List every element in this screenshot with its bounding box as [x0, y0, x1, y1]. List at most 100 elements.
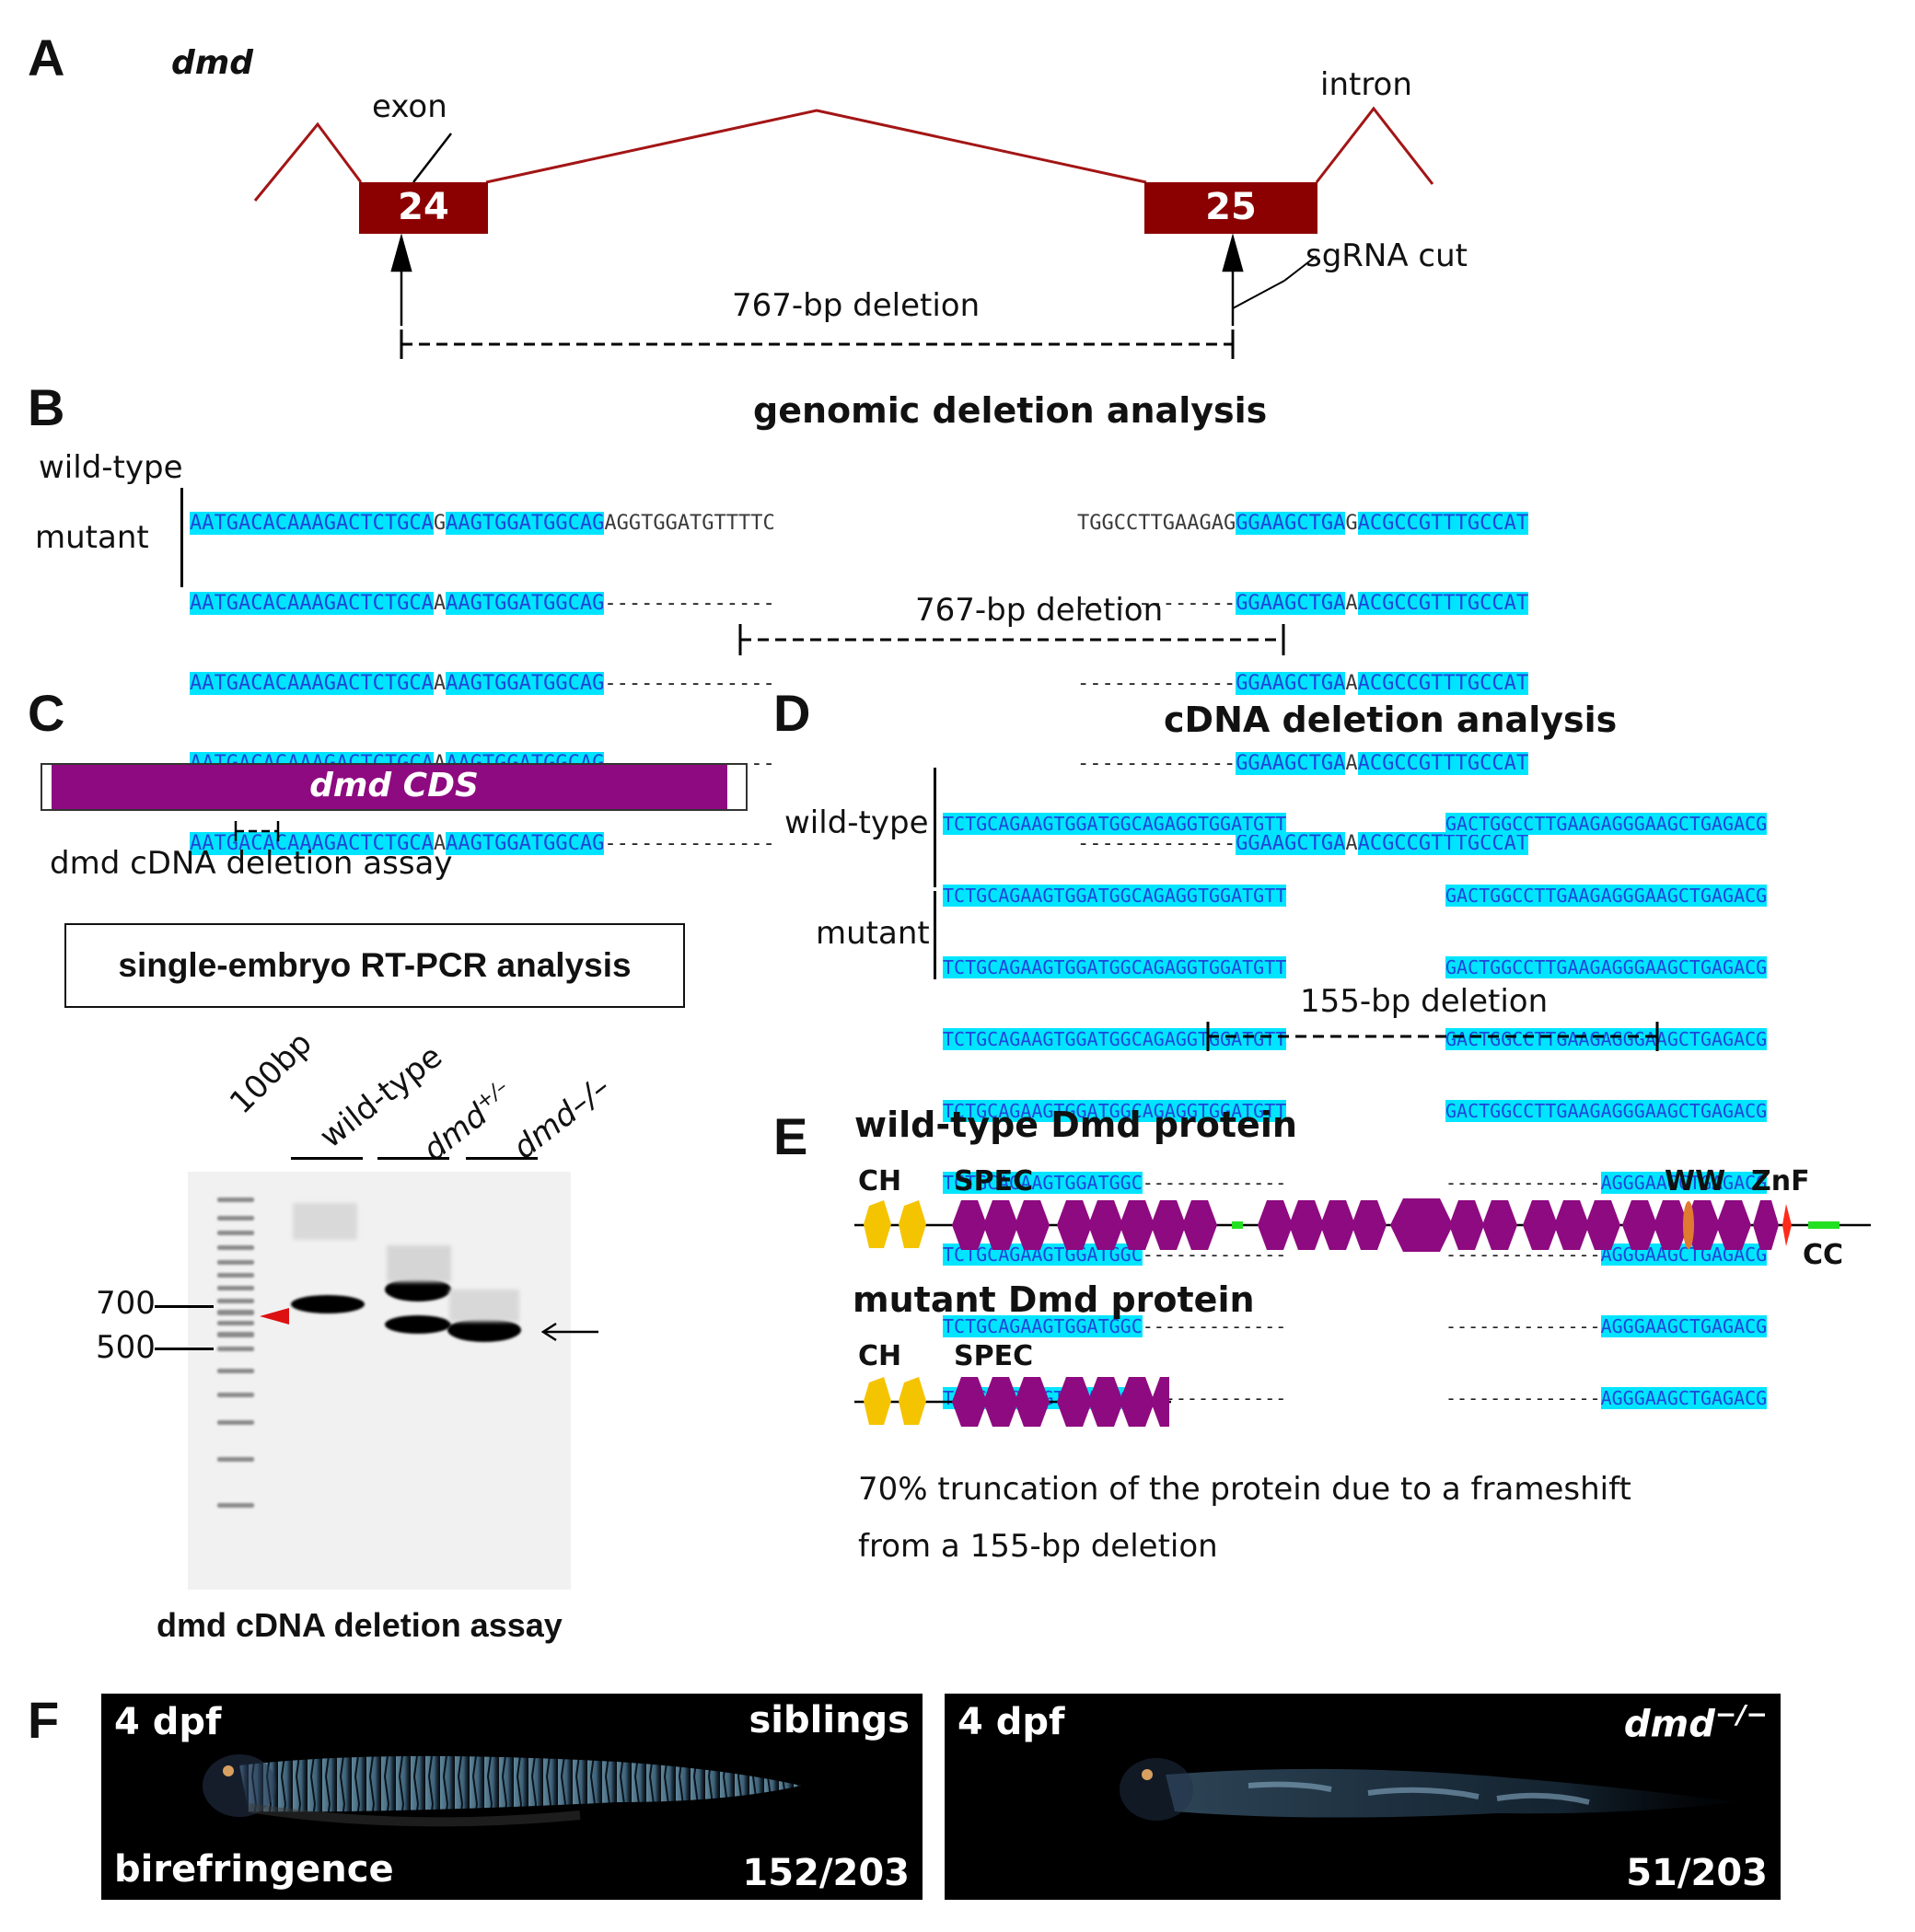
cdna-wt-row-left: TCTGCAGAAGTGGATGGCAGAGGTGGATGTT: [943, 956, 1287, 978]
panel-label-f: F: [28, 1691, 60, 1749]
truncation-note-line2: from a 155-bp deletion: [858, 1528, 1218, 1565]
spec-label-wt: SPEC: [954, 1165, 1034, 1197]
cdna-wt-row-right: GACTGGCCTTGAAGAGGGAAGCTGAGACG: [1445, 885, 1768, 907]
panel-label-b: B: [28, 378, 65, 436]
mutant-label-d: mutant: [816, 915, 930, 952]
lane-underline-het: [377, 1157, 449, 1160]
exon-label: exon: [372, 88, 447, 125]
genomic-wt-row-left: AATGACACAAAGACTCTGCAGAAGTGGATGGCAGAGGTGG…: [190, 512, 775, 535]
genomic-mut-row-right: -------------GGAAGCTGAAACGCCGTTTGCCAT: [1077, 752, 1529, 775]
spec-repeats-mut: [952, 1377, 1169, 1427]
mutant-bracket-b: [180, 488, 183, 587]
gene-name: dmd: [171, 44, 254, 82]
deletion-bracket-b: [738, 624, 1285, 655]
sibling-larva-birefringence: [203, 1754, 801, 1827]
cdna-mut-row-right: --------------AGGGAAGCTGAGACG: [1445, 1315, 1768, 1337]
lane-underline-wt: [291, 1157, 363, 1160]
exon-25-box: [1144, 182, 1317, 234]
exon-25-number: 25: [1205, 186, 1257, 228]
deletion-bracket-d: [1206, 1022, 1659, 1051]
cdna-wt-row-left: TCTGCAGAAGTGGATGGCAGAGGTGGATGTT: [943, 813, 1287, 835]
hom-band-arrow: [540, 1322, 598, 1342]
ch-domains-mut: [864, 1377, 926, 1425]
mut-protein-title: mutant Dmd protein: [853, 1279, 1255, 1320]
spec-repeats-wt: [952, 1198, 1779, 1252]
mutant-larva-image: 4 dpf dmd−/− 51/203: [945, 1694, 1781, 1900]
intron-label: intron: [1320, 66, 1412, 103]
rt-pcr-label: single-embryo RT-PCR analysis: [118, 946, 632, 984]
cdna-wt-row-left: TCTGCAGAAGTGGATGGCAGAGGTGGATGTT: [943, 1028, 1287, 1050]
exon-pointer-line: [412, 133, 452, 183]
ch-domains-wt: [864, 1200, 926, 1248]
lane-underline-hom: [466, 1157, 538, 1160]
marker-700-label: 700: [96, 1285, 156, 1322]
cdna-alignment-right: GACTGGCCTTGAAGAGGGAAGCTGAGACG GACTGGCCTT…: [1445, 764, 1768, 1434]
cdna-wt-row-right: GACTGGCCTTGAAGAGGGAAGCTGAGACG: [1445, 1028, 1768, 1050]
bracket-mut-d: [934, 891, 936, 979]
cdna-mut-row-left: TCTGCAGAAGTGGATGGC-------------: [943, 1172, 1287, 1194]
cdna-wt-row-right: GACTGGCCTTGAAGAGGGAAGCTGAGACG: [1445, 1100, 1768, 1122]
sample-bands: [291, 1203, 521, 1342]
marker-700-line: [155, 1305, 214, 1308]
red-arrowhead: [260, 1308, 289, 1325]
ww-label: WW: [1665, 1165, 1726, 1197]
mutant-genotype-text: dmd: [1623, 1703, 1715, 1746]
genomic-mut-row-left: AATGACACAAAGACTCTGCAAAAGTGGATGGCAG------…: [190, 832, 775, 855]
cc-label: CC: [1803, 1239, 1844, 1271]
deletion-bracket-a: [400, 330, 1235, 359]
ch-label-mut: CH: [858, 1340, 902, 1372]
cc-domain: [1808, 1221, 1840, 1229]
exon-24-number: 24: [398, 186, 449, 228]
cdna-wt-row-left: TCTGCAGAAGTGGATGGCAGAGGTGGATGTT: [943, 885, 1287, 907]
genomic-mut-row-right: -------------GGAAGCTGAAACGCCGTTTGCCAT: [1077, 672, 1529, 695]
gel-caption: dmd cDNA deletion assay: [157, 1606, 563, 1644]
sgrna-cut-label: sgRNA cut: [1306, 237, 1468, 274]
cdna-mut-row-right: --------------AGGGAAGCTGAGACG: [1445, 1172, 1768, 1194]
assay-bracket-c: [234, 821, 280, 841]
ch-label-wt: CH: [858, 1165, 902, 1197]
marker-500-label: 500: [96, 1329, 156, 1366]
panel-d-title: cDNA deletion analysis: [1164, 700, 1618, 740]
cdna-wt-row-right: GACTGGCCTTGAAGAGGGAAGCTGAGACG: [1445, 956, 1768, 978]
cdna-wt-row-right: GACTGGCCTTGAAGAGGGAAGCTGAGACG: [1445, 813, 1768, 835]
cdna-wt-row-left: TCTGCAGAAGTGGATGGCAGAGGTGGATGTT: [943, 1100, 1287, 1122]
panel-label-d: D: [773, 684, 811, 742]
wild-type-label-d: wild-type: [784, 804, 929, 841]
intron-lines: [253, 106, 1434, 202]
mut-protein-domains: [854, 1377, 1171, 1427]
mutant-larva-birefringence: [1120, 1758, 1736, 1821]
spec-label-mut: SPEC: [954, 1340, 1034, 1372]
panel-b-title: genomic deletion analysis: [753, 390, 1268, 431]
cds-assay-label: dmd cDNA deletion assay: [50, 845, 453, 882]
mutant-genotype: dmd−/−: [1624, 1699, 1768, 1745]
marker-500-line: [155, 1348, 214, 1350]
exon-24-box: [359, 182, 488, 234]
mutant-genotype-sup: −/−: [1714, 1699, 1768, 1730]
genomic-mut-row-left: AATGACACAAAGACTCTGCAAAAGTGGATGGCAG------…: [190, 592, 775, 615]
cds-label: dmd CDS: [309, 767, 479, 804]
mutant-count: 51/203: [1626, 1852, 1768, 1894]
znf-label: ZnF: [1751, 1165, 1810, 1197]
panel-label-c: C: [28, 684, 65, 742]
lane-label-ladder: 100bp: [223, 1024, 319, 1122]
cds-fill: [52, 765, 727, 809]
hinge-green-wt: [1232, 1221, 1243, 1229]
cdna-mut-row-right: --------------AGGGAAGCTGAGACG: [1445, 1387, 1768, 1409]
ladder-bands: [217, 1197, 254, 1508]
bracket-wt-d: [934, 768, 936, 887]
cdna-alignment-left: TCTGCAGAAGTGGATGGCAGAGGTGGATGTT TCTGCAGA…: [943, 764, 1286, 1434]
sgrna-arrows: [390, 233, 1317, 326]
sibling-method: birefringence: [114, 1848, 394, 1891]
gene-structure-diagram: [253, 106, 1434, 359]
panel-label-a: A: [28, 29, 65, 87]
sibling-larva-image: 4 dpf siblings birefringence 152/203: [101, 1694, 923, 1900]
lane-label-hom: dmd–/–: [506, 1069, 618, 1167]
genomic-mut-row-right: -------------GGAAGCTGAAACGCCGTTTGCCAT: [1077, 832, 1529, 855]
mutant-label-b: mutant: [35, 519, 149, 556]
ww-domain: [1782, 1204, 1792, 1246]
cds-bar: dmd CDS: [41, 763, 748, 811]
deletion-label-d: 155-bp deletion: [1300, 983, 1549, 1020]
genomic-wt-row-right: TGGCCTTGAAGAGGGAAGCTGAGACGCCGTTTGCCAT: [1077, 512, 1529, 535]
wt-protein-title: wild-type Dmd protein: [854, 1105, 1297, 1145]
truncation-note-line1: 70% truncation of the protein due to a f…: [858, 1471, 1631, 1508]
